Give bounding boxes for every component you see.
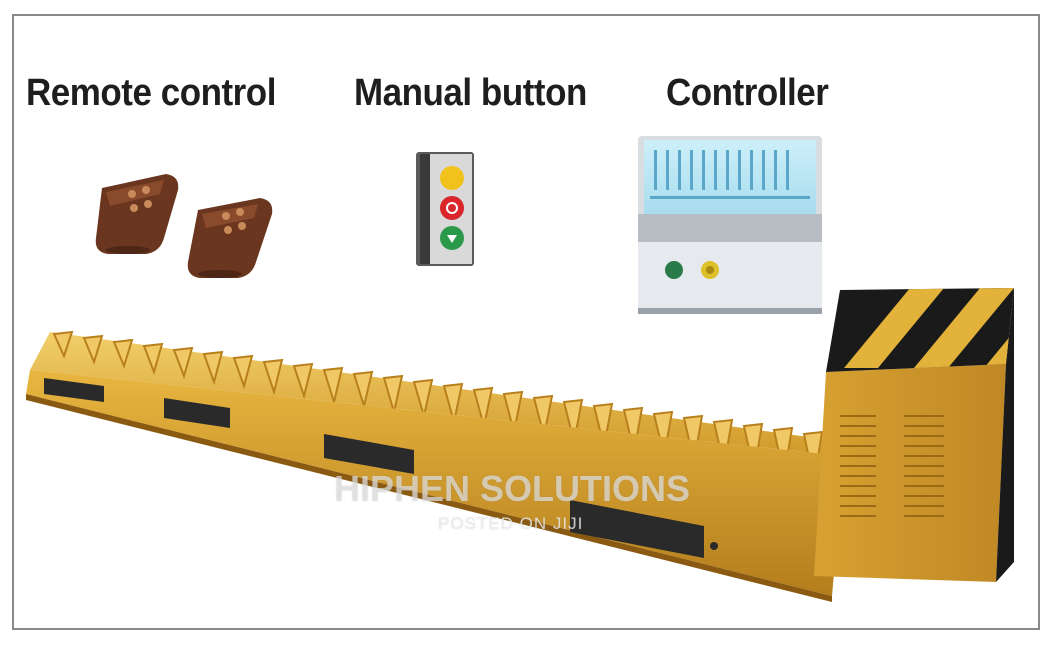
hydraulic-box xyxy=(814,288,1014,582)
controller-box xyxy=(638,136,822,314)
manual-button-label: Manual button xyxy=(354,72,587,114)
watermark-posted: POSTED ON JIJI xyxy=(438,514,584,533)
manual-button-box xyxy=(416,152,474,266)
watermark-brand: HIPHEN SOLUTIONS xyxy=(334,468,691,509)
remote-control-right xyxy=(187,198,273,278)
controller-label: Controller xyxy=(666,72,829,114)
remote-control-left xyxy=(95,174,179,254)
remote-control-label: Remote control xyxy=(26,72,276,114)
spike-barrier xyxy=(26,330,844,602)
image-frame: Remote control Manual button Controller … xyxy=(12,14,1040,630)
product-illustration xyxy=(26,136,1014,602)
